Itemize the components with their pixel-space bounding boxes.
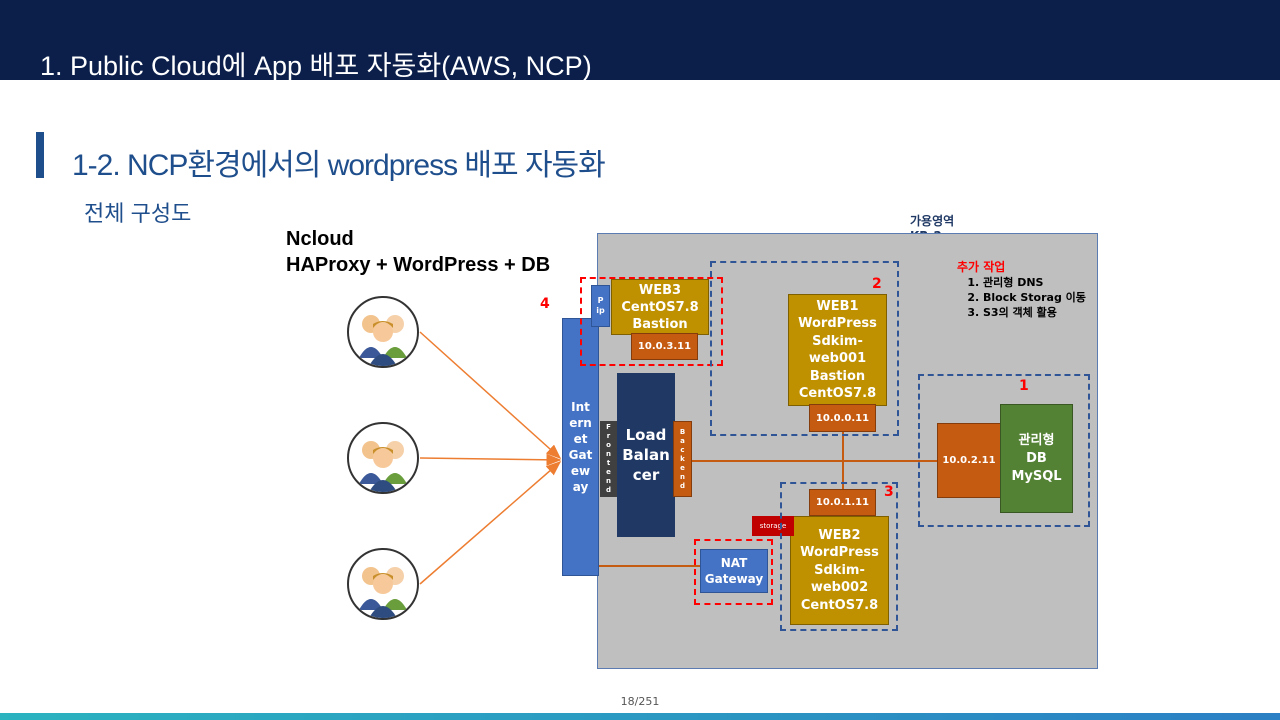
web3-ip-box: 10.0.3.11: [631, 333, 698, 360]
heading-accent-bar: [36, 132, 44, 178]
section-subheading: 전체 구성도: [84, 201, 192, 226]
user2-to-gateway-arrow: [419, 453, 562, 466]
marker-2: 2: [872, 276, 882, 292]
web2-subnet-outline: [780, 482, 898, 631]
extra-task-item: Block Storag 이동: [983, 290, 1086, 305]
marker-1: 1: [1019, 378, 1029, 394]
nat-gateway-outline: [694, 539, 773, 605]
extra-tasks-title: 추가 작업: [957, 260, 1006, 274]
web2-server: WEB2 WordPress Sdkim- web002 CentOS7.8: [790, 516, 889, 625]
web3-bastion-group-outline: [580, 277, 723, 366]
user-group-icon-3: [347, 548, 419, 620]
marker-4: 4: [540, 296, 550, 312]
public-ip-box: P ip: [591, 285, 610, 327]
az-label-line1: 가용영역: [910, 214, 955, 228]
db-ip-box: 10.0.2.11: [937, 423, 1001, 498]
user1-to-gateway-arrow: [419, 331, 562, 460]
extra-task-item: 관리형 DNS: [983, 275, 1086, 290]
extra-tasks-list: 관리형 DNS Block Storag 이동 S3의 객체 활용: [957, 275, 1086, 320]
page-number: 18/251: [620, 695, 660, 708]
internet-gateway: Int ern et Gat ew ay: [562, 318, 599, 576]
user-group-icon-1: [347, 296, 419, 368]
web1-ip-box: 10.0.0.11: [809, 404, 876, 432]
load-balancer: Load Balan cer: [617, 373, 675, 537]
footer-bar: [0, 713, 1280, 720]
load-balancer-frontend: F r o n t e n d: [600, 421, 617, 497]
user3-to-gateway-arrow: [419, 461, 562, 585]
marker-3: 3: [884, 484, 894, 500]
db-subnet-outline: [918, 374, 1090, 527]
storage-tag: storage: [752, 516, 794, 536]
web1-subnet-outline: [710, 261, 899, 436]
web2-ip-box: 10.0.1.11: [809, 489, 876, 516]
web1-server: WEB1 WordPress Sdkim- web001 Bastion Cen…: [788, 294, 887, 406]
managed-db-mysql: 관리형 DB MySQL: [1000, 404, 1073, 513]
extra-task-item: S3의 객체 활용: [983, 305, 1086, 320]
diagram-title-line1: Ncloud: [286, 228, 354, 250]
load-balancer-backend: B a c k e n d: [673, 421, 692, 497]
user-group-icon-2: [347, 422, 419, 494]
slide-title: 1. Public Cloud에 App 배포 자동화(AWS, NCP): [40, 51, 592, 81]
web3-server: WEB3 CentOS7.8 Bastion: [611, 279, 709, 335]
diagram-title-line2: HAProxy + WordPress + DB: [286, 254, 551, 276]
diagram-title: Ncloud HAProxy + WordPress + DB: [286, 226, 550, 278]
section-heading: 1-2. NCP환경에서의 wordpress 배포 자동화: [72, 149, 606, 182]
header-bar: [0, 0, 1280, 80]
extra-tasks-note: 추가 작업 관리형 DNS Block Storag 이동 S3의 객체 활용: [957, 260, 1086, 320]
nat-gateway: NAT Gateway: [700, 549, 768, 593]
